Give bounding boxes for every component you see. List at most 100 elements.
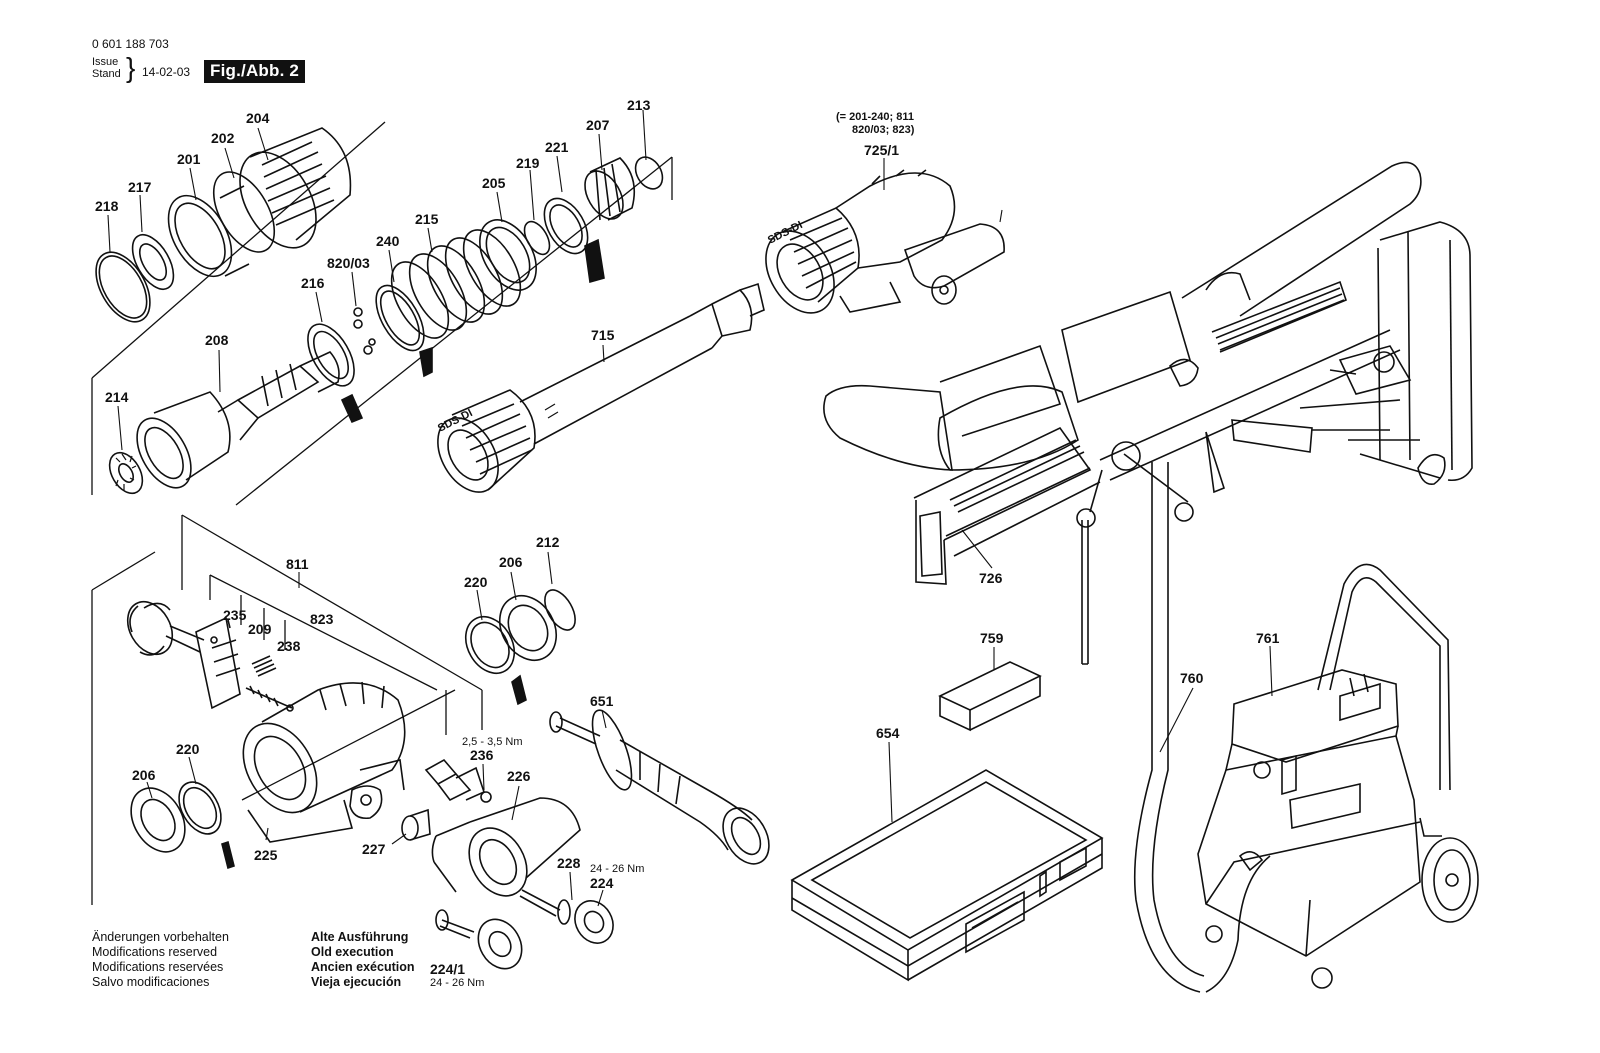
label-654: 654: [876, 725, 900, 741]
label-212: 212: [536, 534, 560, 550]
label-220-upper: 220: [464, 574, 488, 590]
label-238: 238: [277, 638, 301, 654]
label-214: 214: [105, 389, 129, 405]
modification-notes: Änderungen vorbehalten Modifications res…: [92, 930, 229, 990]
label-206-lower: 206: [132, 767, 156, 783]
part-225-gear-housing: [242, 681, 406, 843]
label-725-1: 725/1: [864, 142, 899, 158]
part-212-circlip: [544, 589, 576, 631]
label-228: 228: [557, 855, 581, 871]
label-761: 761: [1256, 630, 1280, 646]
label-760: 760: [1180, 670, 1204, 686]
part-651-auxiliary-handle: [549, 709, 770, 865]
part-715-tool-holder: [437, 282, 765, 493]
label-236: 236: [470, 747, 494, 763]
label-225: 225: [254, 847, 278, 863]
part-209-spring: [251, 655, 277, 677]
label-651: 651: [590, 693, 614, 709]
part-206-seal-lower: [130, 787, 186, 853]
note-fr: Modifications reservées: [92, 960, 224, 974]
label-204: 204: [246, 110, 270, 126]
part-207-bushing: [584, 157, 636, 284]
label-235: 235: [223, 607, 247, 623]
part-216-ring: [307, 323, 364, 424]
label-224: 224: [590, 875, 614, 891]
figure-label: Fig./Abb. 2: [204, 60, 306, 83]
part-208-tool-holder: [217, 351, 340, 441]
note-de: Änderungen vorbehalten: [92, 930, 229, 944]
old-execution-de: Alte Ausführung: [311, 930, 409, 944]
label-206-upper: 206: [499, 554, 523, 570]
label-216: 216: [301, 275, 325, 291]
label-208: 208: [205, 332, 229, 348]
leader-lines: [107, 109, 1273, 907]
label-226: 226: [507, 768, 531, 784]
part-240-ring: [375, 284, 433, 378]
torque-224: 24 - 26 Nm: [590, 863, 644, 875]
note-en: Modifications reserved: [92, 945, 218, 959]
label-823: 823: [310, 611, 334, 627]
part-201-sleeve: [167, 185, 250, 278]
part-220-ring-lower: [178, 781, 235, 870]
label-726: 726: [979, 570, 1003, 586]
note-es: Salvo modificaciones: [92, 975, 210, 989]
label-209: 209: [248, 621, 272, 637]
part-213-ring: [634, 156, 664, 190]
old-execution-fr: Ancien exécution: [311, 960, 415, 974]
part-number-labels: 218 217 201 202 204 213 207 221 219 205 …: [95, 97, 1280, 989]
part-202-ring: [212, 171, 276, 253]
label-224-1: 224/1: [430, 961, 465, 977]
label-220-lower: 220: [176, 741, 200, 757]
issue-date: 14-02-03: [142, 65, 191, 79]
part-221-ring: [543, 197, 589, 255]
part-760-hose: [1133, 462, 1271, 993]
part-214-washer: [108, 451, 144, 495]
part-220-ring-upper: [464, 615, 527, 706]
part-820-03-pins: [353, 307, 376, 355]
old-execution-es: Vieja ejecución: [311, 975, 402, 989]
label-202: 202: [211, 130, 235, 146]
label-759: 759: [980, 630, 1004, 646]
part-759-block: [938, 661, 1042, 732]
document-number: 0 601 188 703: [92, 37, 169, 51]
torque-224-1: 24 - 26 Nm: [430, 977, 484, 989]
torque-236: 2,5 - 3,5 Nm: [462, 736, 523, 748]
part-218-retaining-ring: [95, 251, 151, 323]
part-215-spring: [390, 229, 522, 339]
part-214-chuck: [136, 391, 231, 489]
label-219: 219: [516, 155, 540, 171]
part-217-clip: [131, 234, 175, 290]
old-execution-notes: Alte Ausführung Old execution Ancien exé…: [311, 930, 415, 990]
issue-label: Issue: [92, 56, 119, 68]
label-213: 213: [627, 97, 651, 113]
brace-icon: }: [126, 52, 136, 83]
label-217: 217: [128, 179, 152, 195]
stand-label: Stand: [92, 68, 121, 80]
part-224-nut: [574, 900, 614, 944]
part-226-side-handle-cap: [431, 797, 581, 897]
label-218: 218: [95, 198, 119, 214]
part-206-seal-upper: [498, 595, 558, 661]
label-205: 205: [482, 175, 506, 191]
part-knob: [126, 600, 205, 656]
part-761-vacuum-cleaner: [1197, 563, 1479, 989]
old-execution-en: Old execution: [311, 945, 394, 959]
part-654-carrying-case: [790, 769, 1104, 982]
part-725-1-housing-assembly: [765, 169, 1005, 314]
label-221: 221: [545, 139, 569, 155]
label-201: 201: [177, 151, 201, 167]
assembly-note-line2: 820/03; 823): [852, 124, 915, 136]
part-726-drill-stand: [823, 161, 1473, 665]
label-820-03: 820/03: [327, 255, 370, 271]
part-204-cap: [239, 127, 352, 249]
part-224-1-old-nut: [435, 909, 523, 970]
label-715: 715: [591, 327, 615, 343]
part-235-switch-housing: [195, 616, 241, 710]
issue-labels: Issue Stand: [92, 56, 121, 80]
part-228-screw: [519, 889, 571, 925]
label-240: 240: [376, 233, 400, 249]
label-811: 811: [286, 556, 309, 572]
part-227-sleeve: [401, 808, 431, 841]
part-236-nut: [424, 758, 492, 803]
